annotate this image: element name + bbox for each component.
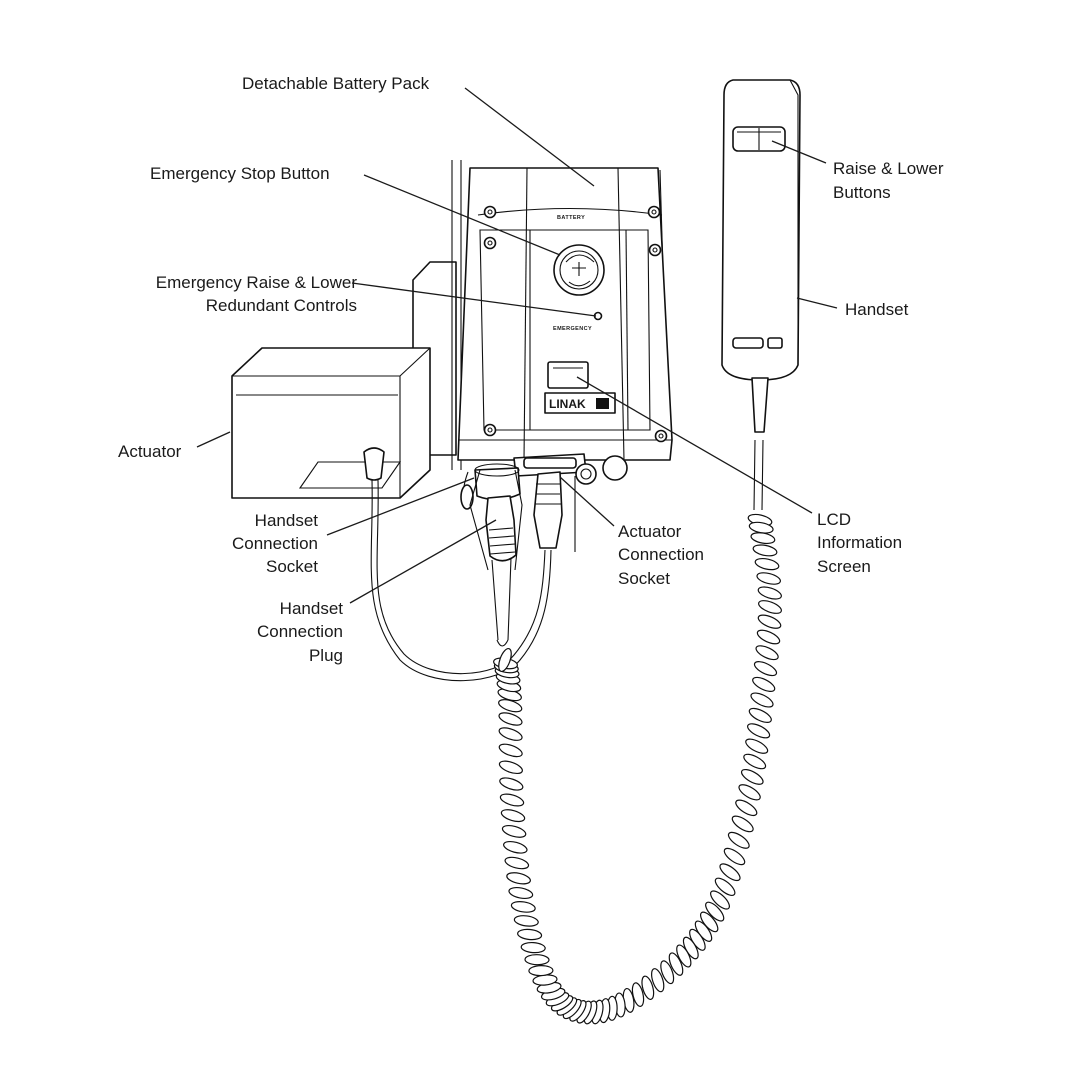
- cord-coil-loop: [528, 964, 554, 977]
- cord-coil-loop: [641, 975, 655, 1001]
- cord-coil-loop: [524, 954, 550, 966]
- cord-coil-loop: [651, 968, 665, 993]
- emergency-stop-button[interactable]: [553, 244, 605, 296]
- actuator-illustration: [231, 261, 457, 499]
- cord-coil-loop: [753, 661, 778, 677]
- label-lcd-1: LCD: [817, 510, 851, 529]
- label-handset-plug-1: Handset: [280, 599, 344, 618]
- lcd-screen: [547, 361, 589, 389]
- label-actuator: Actuator: [118, 442, 182, 461]
- label-emergency-controls-2: Redundant Controls: [206, 296, 357, 315]
- cord-coil-loop: [660, 960, 675, 985]
- label-handset-plug-2: Connection: [257, 622, 343, 641]
- label-emergency-stop: Emergency Stop Button: [150, 164, 330, 183]
- label-handset-socket-1: Handset: [255, 511, 319, 530]
- label-handset-socket-3: Socket: [266, 557, 318, 576]
- cord-coil-loop: [498, 727, 523, 741]
- cord-coil-loop: [750, 532, 776, 545]
- cord-coil-loop: [756, 629, 781, 645]
- cord-coil-loop: [510, 901, 536, 913]
- cord-coil-loop: [710, 890, 730, 910]
- label-lcd-3: Screen: [817, 557, 871, 576]
- callout-labels: Detachable Battery Pack Emergency Stop B…: [118, 74, 944, 665]
- control-box-illustration: BATTERY EMERGENCY LINAK: [451, 160, 673, 552]
- cord-coil-loop: [731, 815, 754, 833]
- cord-coil-loop: [499, 793, 525, 807]
- cord-coil-loop: [504, 856, 530, 870]
- label-handset-plug-3: Plug: [309, 646, 343, 665]
- cord-coil-loop: [735, 799, 758, 817]
- cord-coil-loop: [513, 915, 539, 927]
- cord-coil-loop: [501, 824, 527, 838]
- cord-coil-loop: [719, 863, 741, 882]
- cord-coil-loop: [743, 753, 767, 770]
- label-handset-socket-2: Connection: [232, 534, 318, 553]
- label-actuator-socket-3: Socket: [618, 569, 670, 588]
- cord-coil-loop: [668, 952, 684, 976]
- emergency-marking: EMERGENCY: [553, 326, 592, 332]
- cord-coil-loop: [676, 944, 692, 968]
- handset-connection: [460, 463, 523, 647]
- brand-logo-text: LINAK: [549, 397, 586, 411]
- cord-coil-loop: [740, 768, 764, 785]
- cord-coil-loop: [498, 647, 512, 673]
- cord-coil-loop: [714, 877, 736, 896]
- cord-coil-loop: [500, 809, 526, 823]
- cord-coil-loop: [757, 586, 782, 600]
- cord-coil-loop: [723, 847, 746, 866]
- cord-coil-loop: [754, 557, 780, 571]
- label-lcd-2: Information: [817, 533, 902, 552]
- cord-coil-loop: [498, 712, 523, 726]
- cord-coil-loop: [503, 840, 528, 854]
- coiled-handset-cord: [493, 513, 782, 1025]
- cord-coil-loop: [727, 831, 750, 849]
- raise-lower-buttons[interactable]: [732, 126, 786, 152]
- cord-coil-loop: [499, 777, 524, 791]
- label-emergency-controls-1: Emergency Raise & Lower: [156, 273, 358, 292]
- label-actuator-socket-2: Connection: [618, 545, 704, 564]
- cord-coil-loop: [756, 572, 781, 585]
- label-actuator-socket-1: Actuator: [618, 522, 682, 541]
- cord-coil-loop: [498, 743, 523, 758]
- cord-coil-loop: [757, 614, 782, 629]
- actuator-cable: [370, 471, 563, 682]
- label-raise-lower-1: Raise & Lower: [833, 159, 944, 178]
- cord-coil-loop: [508, 886, 534, 900]
- label-raise-lower-2: Buttons: [833, 183, 891, 202]
- cord-coil-loop: [498, 760, 523, 775]
- cord-coil-loop: [506, 872, 531, 885]
- cord-coil-loop: [745, 738, 769, 754]
- cord-coil-loop: [520, 941, 546, 954]
- cord-coil-loop: [755, 645, 779, 661]
- cord-coil-loop: [738, 784, 761, 801]
- brand-icon: [596, 398, 609, 409]
- cord-coil-loop: [517, 928, 543, 941]
- battery-marking: BATTERY: [557, 215, 585, 221]
- cord-coil-loop: [748, 707, 772, 723]
- handset-illustration: [721, 79, 801, 511]
- label-battery-pack: Detachable Battery Pack: [242, 74, 430, 93]
- callout-lines: [196, 87, 838, 604]
- cord-coil-loop: [752, 544, 778, 557]
- cord-coil-loop: [747, 723, 771, 739]
- cord-coil-loop: [752, 676, 776, 692]
- cord-coil-loop: [705, 901, 725, 922]
- label-handset: Handset: [845, 300, 909, 319]
- cord-coil-loop: [758, 600, 782, 614]
- cord-coil-loop: [750, 692, 774, 708]
